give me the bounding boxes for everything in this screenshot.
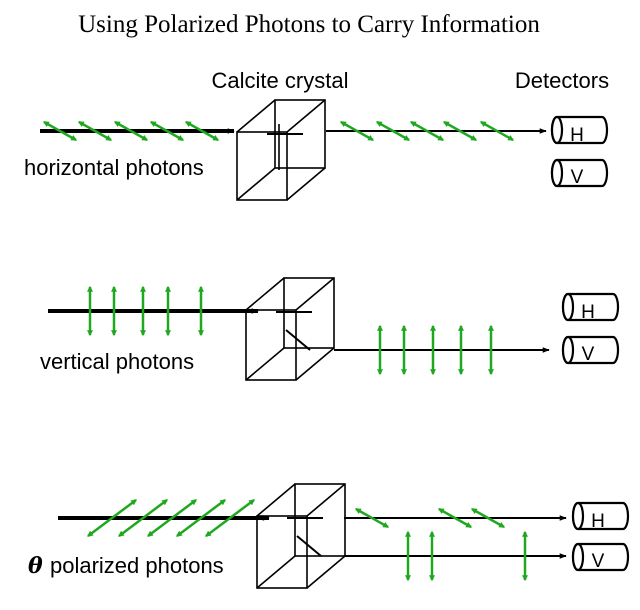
detector-h-label: H (581, 302, 595, 323)
crystal-label: Calcite crystal (212, 68, 349, 93)
diagram-title: Using Polarized Photons to Carry Informa… (78, 11, 540, 38)
crystal-front-face (236, 131, 288, 201)
crystal-edge (286, 167, 326, 201)
detector-h: H (571, 501, 630, 532)
calcite-crystal (245, 277, 335, 381)
detector-v-label: V (592, 551, 605, 572)
crystal-edge (256, 483, 296, 517)
detector-v-label: V (571, 167, 584, 188)
crystal-edge (286, 99, 326, 133)
panel-horizontal: H V horizontal photons (24, 99, 609, 201)
detector-aperture (571, 542, 585, 572)
detector-aperture (561, 292, 575, 322)
detector-h: H (561, 292, 620, 323)
photon-arrow (354, 507, 390, 529)
photon-arrow (77, 120, 113, 142)
photon-arrow (479, 120, 515, 142)
photon-arrow (409, 120, 445, 142)
panel-label-horizontal: horizontal photons (24, 155, 204, 180)
photon-group-h-output (354, 507, 506, 529)
detector-aperture (571, 501, 585, 531)
detector-aperture (550, 115, 564, 145)
theta-symbol: θ (28, 553, 43, 579)
calcite-crystal (256, 483, 346, 589)
photon-arrow (205, 499, 255, 537)
photon-group-incoming (42, 120, 220, 142)
crystal-edge (256, 555, 296, 589)
panel-theta: H V θ polarized photons (28, 483, 630, 589)
detector-v: V (571, 542, 630, 572)
detector-v: V (561, 335, 620, 365)
panel-label-vertical: vertical photons (40, 349, 194, 374)
photon-group-incoming (87, 499, 255, 537)
photon-arrow (42, 120, 78, 142)
crystal-edge (306, 555, 346, 589)
photon-arrow (470, 507, 506, 529)
photon-group-incoming (87, 285, 204, 337)
detector-aperture (550, 158, 564, 188)
detector-v-label: V (582, 344, 595, 365)
photon-arrow (339, 120, 375, 142)
photon-arrow (442, 120, 478, 142)
crystal-internal-line (285, 329, 311, 351)
calcite-crystal (236, 99, 326, 201)
panel-label-theta: polarized photons (50, 553, 224, 578)
photon-arrow (149, 120, 185, 142)
detector-h-label: H (591, 511, 605, 532)
crystal-edge (306, 483, 346, 517)
photon-arrow (113, 120, 149, 142)
panel-vertical: H V vertical photons (40, 277, 620, 381)
photon-group-v-output (377, 324, 494, 376)
detector-v: V (550, 158, 609, 188)
crystal-front-face (256, 515, 308, 589)
detector-aperture (561, 335, 575, 365)
photon-arrow (375, 120, 411, 142)
photon-arrow (437, 507, 473, 529)
crystal-edge (295, 277, 335, 311)
crystal-edge (236, 99, 276, 133)
crystal-front-face (245, 309, 297, 381)
detector-h-label: H (570, 125, 584, 146)
crystal-back-face (294, 483, 346, 557)
crystal-edge (245, 277, 285, 311)
crystal-internal-line (296, 535, 322, 557)
photon-group-v-output (405, 530, 528, 582)
crystal-edge (236, 167, 276, 201)
detectors-label: Detectors (515, 68, 609, 93)
photon-group-h-output (339, 120, 515, 142)
detector-h: H (550, 115, 609, 146)
photon-arrow (184, 120, 220, 142)
crystal-edge (245, 347, 285, 381)
crystal-edge (295, 347, 335, 381)
